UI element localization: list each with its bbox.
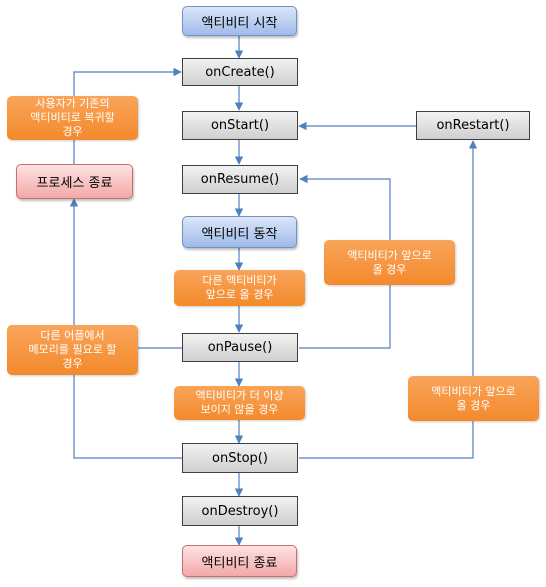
on-pause-node: onPause() [182, 333, 298, 362]
edge-stop-restart [299, 140, 478, 459]
on-destroy-node: onDestroy() [182, 496, 298, 526]
activity-start-label: 액티비티 시작 [201, 15, 278, 31]
note-not-visible: 액티비티가 더 이상 보이지 않을 경우 [174, 386, 305, 420]
on-restart-label: onRestart() [436, 118, 510, 133]
note-activity-front-restart: 액티비티가 앞으로 올 경우 [408, 376, 539, 421]
process-end-label: 프로세스 종료 [36, 176, 113, 191]
on-resume-node: onResume() [182, 165, 298, 194]
note-activity-front-resume-text: 액티비티가 앞으로 올 경우 [347, 248, 432, 276]
note-user-returns: 사용자가 기존의 액티비티로 복귀할 경우 [7, 96, 138, 140]
on-start-node: onStart() [182, 111, 298, 140]
edge-stop-process [69, 198, 182, 459]
on-destroy-label: onDestroy() [201, 503, 279, 519]
note-other-app-memory: 다른 어플에서 메모리를 필요로 할 경우 [7, 325, 138, 375]
on-stop-label: onStop() [212, 450, 268, 466]
note-user-returns-text: 사용자가 기존의 액티비티로 복귀할 경우 [30, 97, 115, 138]
note-other-activity-front-text: 다른 액티비티가 앞으로 올 경우 [202, 274, 277, 301]
note-not-visible-text: 액티비티가 더 이상 보이지 않을 경우 [195, 389, 284, 416]
on-pause-label: onPause() [207, 340, 273, 355]
activity-start-node: 액티비티 시작 [182, 6, 297, 36]
on-start-label: onStart() [210, 118, 270, 133]
activity-end-node: 액티비티 종료 [182, 545, 297, 577]
note-activity-front-resume: 액티비티가 앞으로 올 경우 [324, 240, 455, 285]
activity-running-node: 액티비티 동작 [182, 216, 297, 248]
on-stop-node: onStop() [182, 443, 298, 473]
activity-running-label: 액티비티 동작 [201, 226, 278, 242]
process-end-node: 프로세스 종료 [16, 164, 133, 199]
note-other-app-memory-text: 다른 어플에서 메모리를 필요로 할 경우 [28, 329, 117, 370]
note-other-activity-front: 다른 액티비티가 앞으로 올 경우 [174, 270, 305, 306]
on-create-label: onCreate() [205, 64, 275, 80]
on-restart-node: onRestart() [416, 111, 530, 140]
on-create-node: onCreate() [182, 58, 298, 86]
activity-end-label: 액티비티 종료 [201, 555, 278, 571]
note-activity-front-restart-text: 액티비티가 앞으로 올 경우 [431, 384, 516, 412]
on-resume-label: onResume() [200, 172, 280, 187]
